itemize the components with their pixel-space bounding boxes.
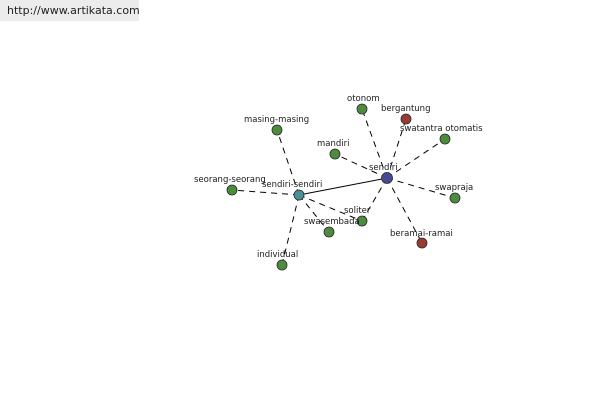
edge-sendiri-sendiri-to-masing-masing: [276, 129, 300, 196]
node-sendiri-sendiri[interactable]: [293, 189, 305, 201]
node-label-beramai-ramai[interactable]: beramai-ramai: [390, 229, 453, 239]
node-label-swasembada[interactable]: swasembada: [304, 217, 360, 227]
edge-sendiri-sendiri-to-swasembada: [298, 194, 330, 233]
node-label-mandiri[interactable]: mandiri: [317, 139, 350, 149]
node-masing-masing[interactable]: [271, 124, 283, 136]
node-label-swatantra-otomatis[interactable]: swatantra otomatis: [400, 124, 483, 134]
node-label-bergantung[interactable]: bergantung: [381, 104, 430, 114]
edge-sendiri-to-sendiri-sendiri: [298, 177, 388, 196]
node-beramai-ramai[interactable]: [416, 237, 428, 249]
node-soliter[interactable]: [356, 215, 368, 227]
node-bergantung[interactable]: [400, 113, 412, 125]
edge-sendiri-to-beramai-ramai: [386, 177, 423, 244]
node-label-masing-masing[interactable]: masing-masing: [244, 115, 309, 125]
edge-sendiri-to-soliter: [361, 177, 388, 222]
site-url-banner[interactable]: http://www.artikata.com: [0, 0, 140, 21]
node-individual[interactable]: [276, 259, 288, 271]
edge-sendiri-sendiri-to-soliter: [298, 194, 363, 222]
edge-sendiri-to-otonom: [361, 108, 388, 179]
node-seorang-seorang[interactable]: [226, 184, 238, 196]
node-label-individual[interactable]: individual: [257, 250, 298, 260]
edge-sendiri-to-swapraja: [386, 177, 456, 199]
node-label-sendiri-sendiri[interactable]: sendiri-sendiri: [262, 180, 322, 190]
node-swasembada[interactable]: [323, 226, 335, 238]
edge-sendiri-sendiri-to-seorang-seorang: [231, 189, 300, 196]
node-label-sendiri[interactable]: sendiri: [369, 163, 398, 173]
node-label-swapraja[interactable]: swapraja: [435, 183, 473, 193]
site-url-text[interactable]: http://www.artikata.com: [7, 4, 140, 17]
node-swapraja[interactable]: [449, 192, 461, 204]
node-label-seorang-seorang[interactable]: seorang-seorang: [194, 175, 266, 185]
edge-sendiri-sendiri-to-individual: [281, 194, 300, 266]
edges-layer: [231, 108, 456, 266]
node-label-soliter[interactable]: soliter: [344, 206, 371, 216]
node-mandiri[interactable]: [329, 148, 341, 160]
nodes-layer: [226, 103, 461, 271]
node-sendiri[interactable]: [381, 172, 393, 184]
node-swatantra-otomatis[interactable]: [439, 133, 451, 145]
node-label-otonom[interactable]: otonom: [347, 94, 380, 104]
edge-sendiri-to-swatantra-otomatis: [386, 138, 446, 179]
edge-sendiri-to-mandiri: [334, 153, 388, 179]
node-otonom[interactable]: [356, 103, 368, 115]
